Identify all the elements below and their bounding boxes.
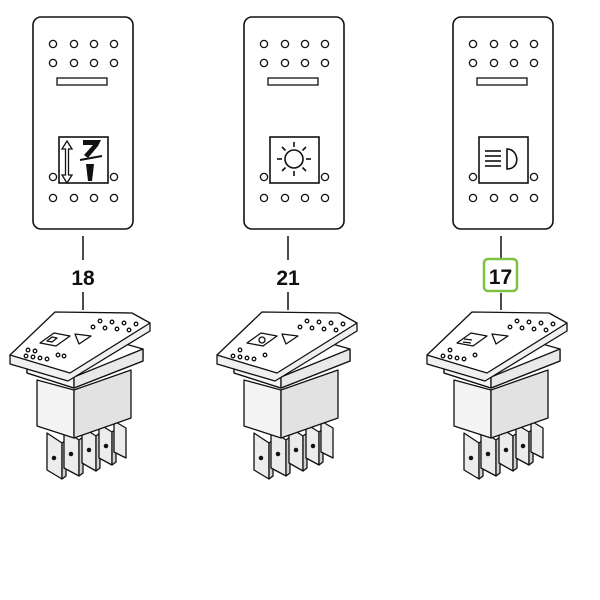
- callout-21[interactable]: 21: [276, 267, 300, 290]
- headlight-icon: [478, 136, 529, 184]
- part-17-group[interactable]: 17: [426, 16, 568, 480]
- callout-18[interactable]: 18: [71, 267, 95, 290]
- work-light-icon: [269, 136, 320, 184]
- part-21-switch-body: [216, 311, 358, 480]
- part-18-front-panel: [32, 16, 134, 230]
- part-21-group[interactable]: 21: [216, 16, 358, 480]
- highlight-box: [482, 257, 519, 293]
- part-17-switch-body: [426, 311, 568, 480]
- part-21-front-panel: [243, 16, 345, 230]
- part-18-group[interactable]: 18: [9, 16, 151, 480]
- tilt-up-down-icon: [58, 136, 109, 185]
- callout-17[interactable]: 17: [489, 266, 512, 289]
- part-17-front-panel: [452, 16, 554, 230]
- part-18-switch-body: [9, 311, 151, 480]
